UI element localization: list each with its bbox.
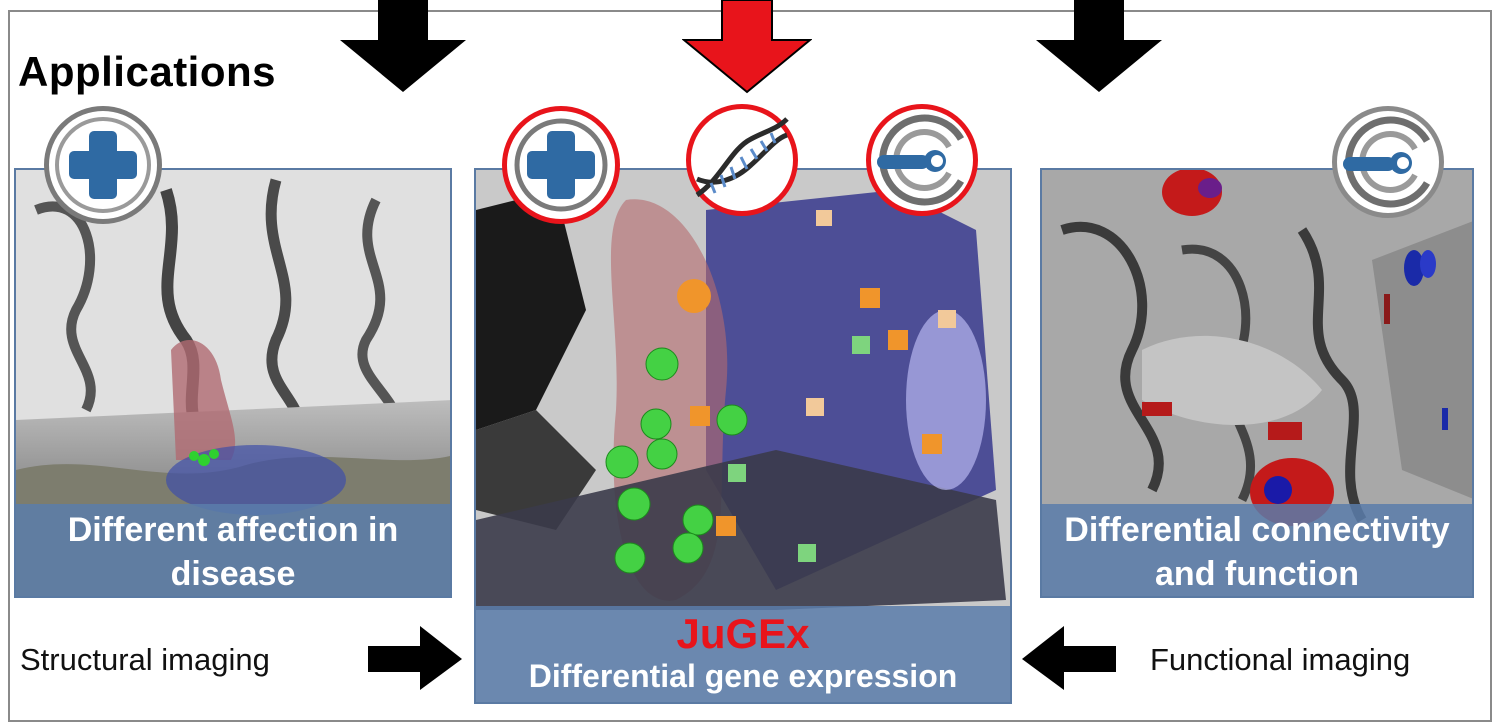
medical-cross-badge-left: [44, 106, 162, 224]
jugex-title: JuGEx: [676, 610, 810, 657]
dna-icon: [695, 117, 789, 198]
medical-cross-icon: [514, 118, 608, 212]
connectivity-icon: [877, 114, 965, 206]
medical-cross-icon: [55, 117, 151, 213]
gene-expression-panel: JuGEx Differential gene expression: [474, 168, 1012, 704]
functional-caption-line1: Differential connectivity: [1064, 511, 1450, 549]
functional-caption-band: Differential connectivity and function: [1042, 504, 1472, 596]
figure-title: Applications: [18, 48, 277, 95]
right-arrow-structural: [368, 626, 462, 690]
down-arrow-left: [340, 0, 466, 92]
functional-imaging-label: Functional imaging: [1150, 642, 1411, 677]
dna-badge: [686, 104, 798, 216]
functional-panel: Differential connectivity and function: [1040, 168, 1474, 598]
down-arrow-center-highlight: [682, 0, 812, 94]
medical-cross-badge-center: [502, 106, 620, 224]
left-arrow-functional: [1022, 626, 1116, 690]
structural-caption-line1: Different affection in: [67, 511, 399, 549]
connectivity-badge-center: [866, 104, 978, 216]
structural-panel: Different affection in disease: [14, 168, 452, 598]
functional-caption-line2: and function: [1155, 555, 1359, 593]
structural-imaging-label: Structural imaging: [20, 642, 270, 677]
structural-caption-line2: disease: [170, 555, 296, 593]
structural-caption-band: Different affection in disease: [16, 504, 450, 596]
connectivity-icon: [1343, 116, 1431, 208]
connectivity-badge-right: [1332, 106, 1444, 218]
down-arrow-right: [1036, 0, 1162, 92]
gene-expression-caption: Differential gene expression: [528, 658, 958, 694]
gene-expression-caption-band: JuGEx Differential gene expression: [476, 606, 1010, 702]
